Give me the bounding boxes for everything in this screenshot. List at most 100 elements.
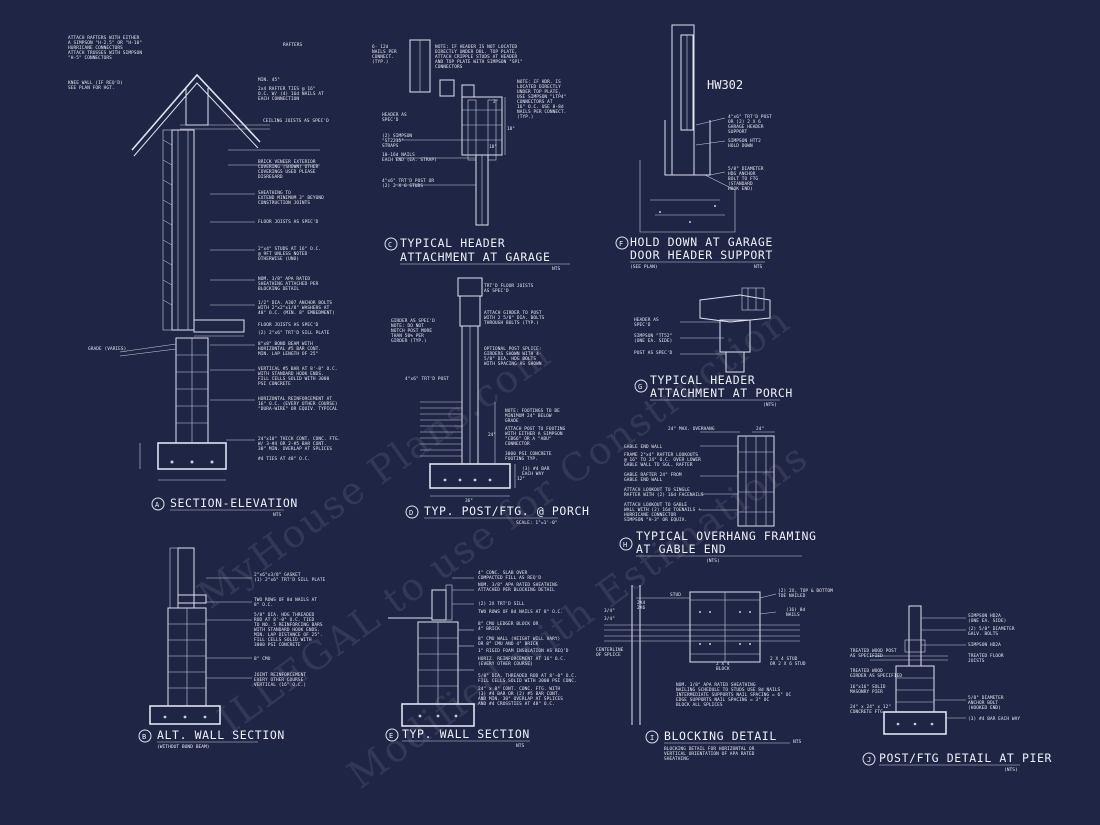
detail-d-dimension: 24" xyxy=(488,432,496,438)
detail-i-note: BLOCKING DETAIL FOR HORIZONTAL OR xyxy=(664,746,755,752)
detail-d-note: WITH 2 5/8" DIA. BOLTS xyxy=(484,315,545,321)
detail-j-note: SIMPSON HD2A xyxy=(968,613,1001,619)
detail-d-note: GRADE xyxy=(505,418,519,424)
detail-i-note: 3/4" xyxy=(604,616,615,622)
detail-a-note: @ 9FT UNLESS NOTED xyxy=(258,251,308,257)
detail-g: HEADER AS SPEC'D SIMPSON "TT52" (ONE EA.… xyxy=(634,287,792,408)
detail-a-note: 2x4 RAFTER TIES @ 16" xyxy=(258,86,316,92)
detail-h: 24" MAX. OVERHANG 24" GABLE END WALL FRA… xyxy=(619,426,816,564)
detail-i-note: NOM. 3/8" APA RATED SHEATHING xyxy=(676,682,756,688)
detail-c-note: UNDER TOP PLATE, xyxy=(517,89,561,95)
detail-d-note: THROUGH BOLTS (TYP.) xyxy=(484,320,539,326)
detail-a-note: ATTACH TRUSSES WITH SIMPSON xyxy=(68,50,142,56)
detail-c-dimension: 2" xyxy=(493,99,498,105)
detail-a-note: MIN. LAP LENGTH OF 25" xyxy=(258,351,318,357)
detail-c-note: NAILS PER CONNECT. xyxy=(517,109,566,115)
detail-j-note: ANCHOR BOLT xyxy=(968,700,998,706)
detail-d-note: 3000 PSI CONCRETE xyxy=(505,451,552,457)
detail-c-note: CONNECT. xyxy=(372,54,394,60)
detail-c-note: 16" O.C. USE 8-8d xyxy=(517,104,564,110)
detail-e-title: TYP. WALL SECTION xyxy=(402,727,530,741)
detail-e-note: 1" RIGID FOAM INSULATION AS REQ'D xyxy=(478,648,569,654)
detail-c-note: CONNECTORS xyxy=(435,64,463,70)
detail-c-note: "ST2215" xyxy=(382,138,404,144)
detail-i-note: VERTICAL ORIENTATION OF APA RATED xyxy=(664,751,755,757)
detail-i-note: NAILING SCHEDULE TO STUDS USE 8d NAILS xyxy=(676,687,781,693)
detail-b-scale: (WITHOUT BOND BEAM) xyxy=(157,744,210,750)
detail-j-note: 5/8" DIAMETER xyxy=(968,695,1004,701)
detail-c-title-line-2: ATTACHMENT AT GARAGE xyxy=(400,250,550,264)
detail-i-note: OF SPLICE xyxy=(596,652,621,658)
detail-c-note: AND TOP PLATE WITH SIMPSON "SP1" xyxy=(435,59,523,65)
detail-b-note: ROD AT 8'-0" O.C. TIED xyxy=(254,617,315,623)
detail-i-title: BLOCKING DETAIL xyxy=(664,729,777,743)
detail-h-scale: (NTS) xyxy=(706,558,720,564)
detail-f-note: SUPPORT xyxy=(728,129,747,135)
detail-a-note: SEE PLAN FOR HGT. xyxy=(68,85,115,91)
detail-a-note: 2"x4" STUDS AT 16" O.C. xyxy=(258,246,321,252)
detail-j-note: GIRDER AS SPECIFIED xyxy=(850,673,902,679)
detail-b-note: 8" O.C. xyxy=(254,602,273,608)
detail-d-note: CONNECTOR xyxy=(505,441,530,447)
detail-e-note: AND MIN. 30" OVERLAP AT SPLICES xyxy=(478,696,563,702)
detail-b-note: WITH STANDARD HOOK ENDS. xyxy=(254,627,320,633)
detail-a-note: EACH CONNECTION xyxy=(258,96,299,102)
detail-f-note: GARAGE HEADER xyxy=(728,124,764,130)
detail-c-note: ATTACH CRIPPLE STUDS AT HEADER xyxy=(435,54,518,60)
detail-a: ATTACH RAFTERS WITH EITHER A SIMPSON "H-… xyxy=(68,35,340,518)
detail-a-note: A SIMPSON "H-2.5" OR "H-10" xyxy=(68,40,142,46)
detail-a-note: 24"x10" THICK CONT. CONC. FTG. xyxy=(258,436,340,442)
detail-a-note: NOM. 3/8" APA RATED xyxy=(258,276,310,282)
detail-j-note: 16"x16" SOLID xyxy=(850,684,886,690)
detail-b-title: ALT. WALL SECTION xyxy=(157,728,285,742)
detail-i-note: TOE NAILED xyxy=(778,593,806,599)
detail-e-note: 5/8" DIA. THREADED ROD AT 8'-0" O.C. xyxy=(478,673,577,679)
detail-h-note: SIMPSON "H-3" OR EQUIV. xyxy=(624,517,687,523)
detail-c-note: (TYP.) xyxy=(372,59,388,65)
detail-g-note: HEADER AS xyxy=(634,317,659,323)
detail-f: HW302 4"x6" TRT'D POST OR (2) 2 X 6 GARA… xyxy=(615,24,772,270)
detail-a-note: 8"x8" BOND BEAM WITH xyxy=(258,341,313,347)
detail-a-note: SHEATHING ATTACHED PER xyxy=(258,281,319,287)
detail-b-note: FILL CELLS SOLID WITH xyxy=(254,637,312,643)
detail-a-note: 16" O.C. (EVERY OTHER COURSE) xyxy=(258,401,338,407)
detail-d-note: WITH EITHER A SIMPSON xyxy=(505,431,563,437)
detail-a-note: FLOOR JOISTS AS SPEC'D xyxy=(258,219,319,225)
detail-d-note: TRT'D FLOOR JOISTS xyxy=(484,283,534,289)
detail-a-note: #4 TIES AT 48" O.C. xyxy=(258,456,310,462)
detail-e-note: OR 8" CMU AND 4" BRICK xyxy=(478,641,539,647)
detail-d-note: 5/8" DIA. HDG BOLTS xyxy=(484,356,536,362)
detail-a-note: FILL CELLS SOLID WITH 3000 xyxy=(258,376,330,382)
detail-g-letter: G xyxy=(638,383,642,391)
detail-b-note: JOINT REINFORCEMENT xyxy=(254,672,306,678)
detail-h-note: ATTACH LOOKOUT TO GABLE xyxy=(624,502,687,508)
detail-h-note: 24" xyxy=(756,426,764,432)
detail-e-note: (3) #4 BAR OR (2) #5 BAR CONT. xyxy=(478,691,560,697)
detail-d-note: NOTE: FOOTINGS TO BE xyxy=(505,408,560,414)
detail-f-scale: NTS xyxy=(754,264,763,270)
detail-a-note: COVERING (SHOWN) OTHER xyxy=(258,164,319,170)
detail-a-note: COVERINGS USED PLEASE xyxy=(258,169,316,175)
detail-c-note: HEADER AS xyxy=(382,112,407,118)
detail-f-note: HOOK END) xyxy=(728,186,753,192)
detail-j-note: (ONE EA. SIDE) xyxy=(968,618,1006,624)
detail-e-note: FILL CELLS SOLID WITH 3000 PSI CONC. xyxy=(478,678,577,684)
detail-j-note: (2) 5/8" DIAMETER xyxy=(968,626,1015,632)
detail-d-note: GIRDER AS SPEC'D xyxy=(391,318,435,324)
detail-g-title: TYPICAL HEADER xyxy=(650,373,755,387)
detail-i-note: (2) 2X, TOP & BOTTOM xyxy=(778,588,833,594)
detail-c-note: DIRECTLY UNDER DBL. TOP PLATE, xyxy=(435,49,517,55)
detail-i-note: 2X6 xyxy=(637,605,645,611)
detail-j-note: CONCRETE FTG xyxy=(850,709,883,715)
detail-b: 2"x6"x3/8" GASKET (1) 2"x6" TRT'D SILL P… xyxy=(138,547,325,750)
detail-b-note: TO NO. 5 REINFORCING BARS xyxy=(254,622,323,628)
detail-h-note: GABLE END WALL xyxy=(624,444,663,450)
detail-h-note: FRAME 2"x4" RAFTER LOOKOUTS xyxy=(624,452,698,458)
detail-a-note: HORIZONTAL #5 BAR CONT. xyxy=(258,346,321,352)
detail-c-letter: C xyxy=(388,241,392,249)
detail-c-note: (2) SIMPSON xyxy=(382,133,412,139)
detail-c-scale: NTS xyxy=(552,266,561,272)
detail-c-note: CONNECTORS AT xyxy=(517,99,553,105)
detail-j-note: TREATED WOOD POST xyxy=(850,648,897,654)
detail-b-note: 8" CMU xyxy=(254,656,271,662)
